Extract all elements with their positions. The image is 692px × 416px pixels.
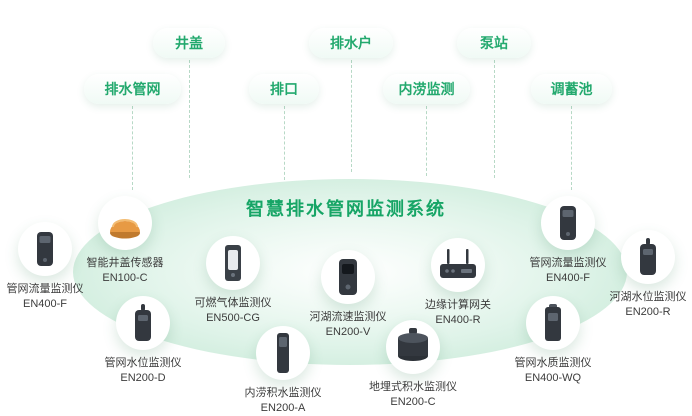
velocity-monitor-icon [339,259,357,295]
pill-label: 井盖 [175,35,203,51]
device-name: 边缘计算网关 [425,299,491,311]
gas-monitor-icon [225,245,241,281]
device-badge [256,326,310,380]
connector-line [189,60,190,178]
device-water-quality-monitor: 管网水质监测仪 EN400-WQ [488,296,618,386]
device-badge [206,236,260,290]
device-name: 内涝积水监测仪 [244,387,322,399]
manhole-sensor-icon [110,219,140,239]
device-name: 管网流量监测仪 [529,257,607,269]
pill-label: 排水管网 [104,81,161,97]
device-model: EN200-D [120,372,166,384]
device-model: EN200-C [390,396,436,408]
device-name: 智能井盖传感器 [86,257,164,269]
device-flow-monitor-left: 管网流量监测仪 EN400-F [0,222,110,312]
device-badge [386,320,440,374]
device-badge [541,196,595,250]
pill-label: 排口 [270,81,298,97]
device-name: 可燃气体监测仪 [194,297,272,309]
device-model: EN500-CG [206,312,260,324]
pill-label: 排水户 [330,35,372,51]
device-name: 管网流量监测仪 [6,283,84,295]
device-badge [116,296,170,350]
device-model: EN200-V [325,326,371,338]
device-name: 地埋式积水监测仪 [369,381,457,393]
connector-line [351,60,352,172]
device-model: EN100-C [102,272,148,284]
system-title: 智慧排水管网监测系统 [246,199,446,219]
device-model: EN200-R [625,306,671,318]
device-model: EN400-F [22,298,68,310]
pill-label: 内涝监测 [398,81,455,97]
flow-monitor-icon [560,206,576,240]
connector-line [132,106,133,190]
device-name: 管网水质监测仪 [514,357,592,369]
level-monitor-icon [640,238,656,275]
device-river-level-monitor: 河湖水位监测仪 EN200-R [583,230,692,320]
device-buried-water-monitor: 地埋式积水监测仪 EN200-C [348,320,478,410]
device-model: EN400-R [435,314,481,326]
device-badge [98,196,152,250]
connector-line [571,106,572,190]
device-name: 管网水位监测仪 [104,357,182,369]
connector-line [426,106,427,176]
device-name: 河湖流速监测仪 [309,311,387,323]
device-model: EN400-F [545,272,591,284]
category-pill-pipe-network: 排水管网 [84,74,181,104]
buried-monitor-icon [398,328,428,361]
category-pill-outlet: 排口 [249,74,319,104]
device-badge [431,238,485,292]
quality-monitor-icon [545,304,561,341]
connector-line [494,60,495,178]
category-pill-manhole: 井盖 [153,28,225,58]
gateway-icon [440,249,476,278]
connector-line [284,106,285,180]
device-gas-monitor: 可燃气体监测仪 EN500-CG [168,236,298,326]
device-badge [526,296,580,350]
device-model: EN200-A [260,402,306,414]
device-edge-gateway: 边缘计算网关 EN400-R [393,238,523,328]
device-waterlogging-monitor: 内涝积水监测仪 EN200-A [218,326,348,416]
device-badge [321,250,375,304]
category-pill-waterlogging: 内涝监测 [383,74,470,104]
device-model: EN400-WQ [524,372,582,384]
pill-label: 调蓄池 [550,81,593,97]
category-pill-storage-tank: 调蓄池 [531,74,612,104]
device-flow-monitor-right: 管网流量监测仪 EN400-F [503,196,633,286]
pill-label: 泵站 [480,35,508,51]
waterlogging-monitor-icon [277,333,289,373]
level-monitor-icon [135,304,151,341]
device-manhole-sensor: 智能井盖传感器 EN100-C [60,196,190,286]
device-name: 河湖水位监测仪 [609,291,687,303]
category-pill-pump-station: 泵站 [457,28,531,58]
category-pill-drainage-user: 排水户 [309,28,393,58]
device-velocity-monitor: 河湖流速监测仪 EN200-V [283,250,413,340]
device-badge [18,222,72,276]
device-badge [621,230,675,284]
device-pipe-level-monitor: 管网水位监测仪 EN200-D [78,296,208,386]
flow-monitor-icon [37,232,53,266]
